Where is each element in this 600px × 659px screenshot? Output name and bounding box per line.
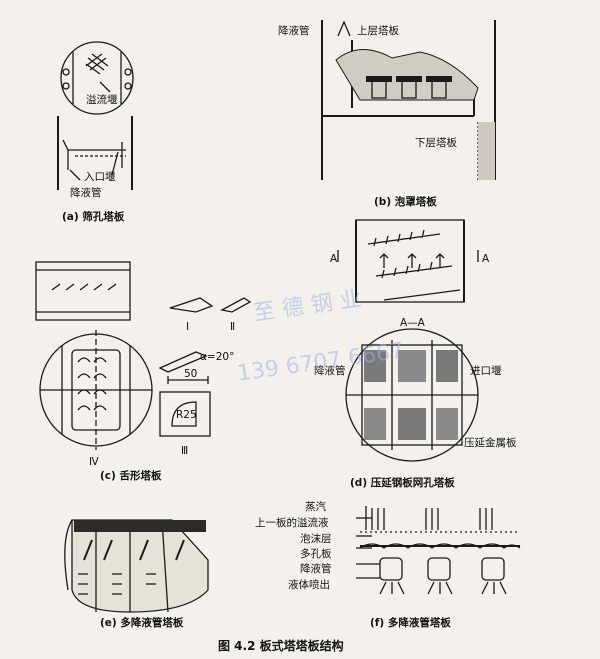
label-c-ii: Ⅱ (230, 321, 235, 333)
label-f-downcomer: 降液管 (300, 562, 332, 575)
label-c-iv: Ⅳ (89, 456, 99, 468)
label-d-expanded-metal: 压延金属板 (464, 436, 517, 449)
label-a-downcomer: 降液管 (70, 186, 102, 199)
panel-b-bubble-cap-tray (321, 20, 496, 180)
panel-f-multi-downcomer-section (356, 506, 521, 595)
label-b-lower-tray: 下层塔板 (415, 136, 457, 149)
panel-c-tongue-tray (35, 261, 252, 450)
label-c-iii: Ⅲ (181, 445, 188, 457)
label-b-downcomer: 降液管 (278, 24, 310, 37)
label-d-downcomer: 降液管 (314, 364, 346, 377)
label-f-foam-layer: 泡沫层 (300, 532, 332, 545)
label-a-overflow-weir: 溢流堰 (86, 93, 118, 106)
label-f-perforated-plate: 多孔板 (300, 547, 332, 560)
label-c-r25: R25 (176, 409, 197, 421)
watermark-line1: 至 德 钢 业 (252, 287, 363, 327)
label-c-i: Ⅰ (186, 321, 189, 333)
label-d-a-left: A (330, 253, 338, 265)
label-f-liquid-spray: 液体喷出 (288, 578, 330, 591)
figure-caption: 图 4.2 板式塔塔板结构 (218, 638, 344, 653)
label-b-upper-tray: 上层塔板 (357, 24, 399, 37)
caption-d: (d) 压延钢板网孔塔板 (350, 476, 455, 489)
label-f-overflow-liquid: 上一板的溢流液 (255, 516, 329, 529)
caption-b: (b) 泡罩塔板 (374, 195, 437, 208)
label-c-50: 50 (184, 368, 197, 380)
label-a-inlet-weir: 入口堰 (84, 171, 116, 183)
label-c-alpha: α=20° (200, 351, 234, 363)
label-d-inlet-weir: 进口堰 (470, 365, 502, 377)
caption-c: (c) 舌形塔板 (100, 469, 162, 482)
caption-e: (e) 多降液管塔板 (100, 616, 184, 629)
label-d-a-right: A (482, 253, 490, 265)
caption-a: (a) 筛孔塔板 (62, 210, 125, 223)
panel-e-multi-downcomer-3d (64, 519, 209, 613)
panel-d-expanded-metal-tray (337, 219, 479, 462)
caption-f: (f) 多降液管塔板 (370, 616, 451, 629)
label-f-steam: 蒸汽 (305, 500, 326, 513)
panel-a-sieve-tray (57, 41, 134, 190)
label-d-aa: A—A (400, 317, 426, 329)
